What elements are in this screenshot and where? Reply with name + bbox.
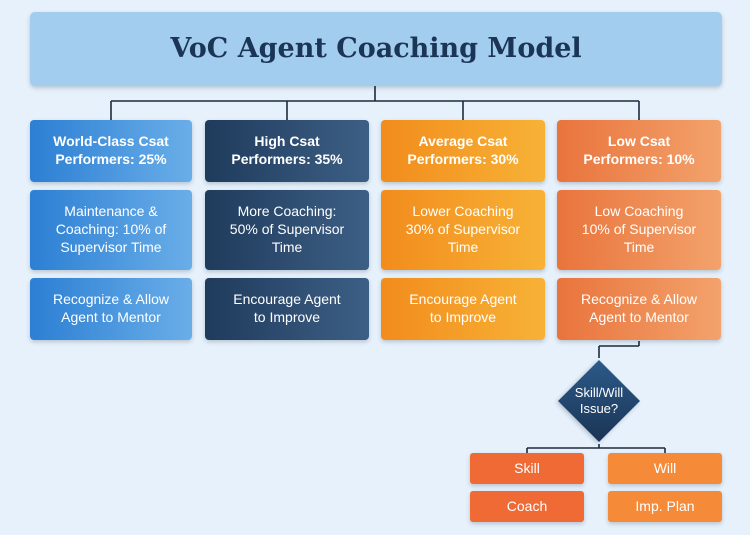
skill-box: Skill [470,453,584,484]
imp-plan-box: Imp. Plan [608,491,722,522]
col3-coaching-line3: Time [447,238,479,255]
col1-header-line2: Performers: 25% [55,151,167,167]
col3-header-line1: Average Csat [418,133,508,150]
col2-action-line1: Encourage Agent [233,291,341,308]
col1-header-line1: World-Class Csat [53,133,169,150]
col4-coaching-line2: 10% of Supervisor [581,221,697,238]
page-title: VoC Agent Coaching Model [30,12,722,86]
col3-action-line2: to Improve [429,309,497,325]
col3-coaching-line2: 30% of Supervisor [405,221,521,238]
col2-header-line2: Performers: 35% [231,151,343,167]
col2-header-line1: High Csat [254,133,320,150]
col2-action-line2: to Improve [253,309,321,325]
col3-action-line1: Encourage Agent [409,291,517,308]
col4-action-line1: Recognize & Allow [581,291,697,308]
col4-coaching-line1: Low Coaching [594,203,684,220]
col2-coaching-line3: Time [271,238,303,255]
col1-action-line1: Recognize & Allow [53,291,169,308]
col4-header-line2: Performers: 10% [583,151,695,167]
col1-action-line2: Agent to Mentor [61,309,161,325]
will-box: Will [608,453,722,484]
col1-coaching-line3: Supervisor Time [60,238,162,255]
decision-line2: Issue? [579,401,619,416]
col4-header-line1: Low Csat [607,133,671,150]
col3-coaching-line1: Lower Coaching [412,203,514,220]
col2-coaching-line1: More Coaching: [237,203,337,220]
decision-line1: Skill/Will [574,384,624,400]
col2-coaching-line2: 50% of Supervisor [229,221,345,238]
col4-coaching-line3: Time [623,238,655,255]
col1-coaching-line1: Maintenance & [64,203,158,220]
col4-action-line2: Agent to Mentor [589,309,689,325]
col1-coaching-line2: Coaching: 10% of [55,221,167,238]
coach-box: Coach [470,491,584,522]
col3-header-line2: Performers: 30% [407,151,519,167]
